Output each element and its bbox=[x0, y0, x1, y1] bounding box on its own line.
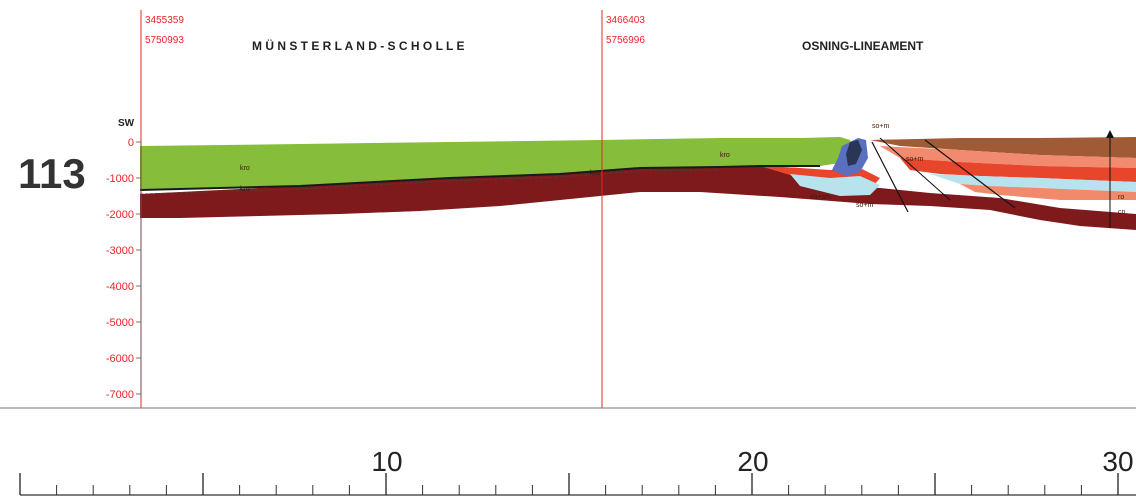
fault-line-1 bbox=[871, 141, 909, 213]
unit-label-kro-left: kro bbox=[240, 165, 250, 172]
distance-scale: 10 20 30 bbox=[19, 446, 1136, 496]
coord-left-northing: 5750993 bbox=[145, 35, 184, 46]
unit-label-ro: ro bbox=[1118, 194, 1124, 201]
scale-label-20: 20 bbox=[737, 446, 768, 477]
fault-line-3 bbox=[924, 139, 1016, 209]
brown-layer bbox=[870, 137, 1136, 158]
scale-label-30: 30 bbox=[1102, 446, 1133, 477]
depth-label-5000: -5000 bbox=[106, 317, 134, 329]
dashed-boundary bbox=[139, 169, 721, 195]
kru-boundary bbox=[139, 165, 820, 191]
triassic-red-layer bbox=[900, 158, 1136, 182]
unit-label-so-m-low: so+m bbox=[856, 202, 873, 209]
profile-number: 113 bbox=[18, 150, 86, 197]
fold-core-dark bbox=[846, 140, 862, 166]
triassic-salmon-layer bbox=[880, 146, 1136, 168]
depth-label-0: 0 bbox=[128, 137, 134, 149]
unit-label-kru-mid: kru bbox=[590, 170, 600, 177]
unit-label-kro-mid: kro bbox=[720, 152, 730, 159]
unit-label-kru-left: kru bbox=[240, 186, 250, 193]
coord-mid-northing: 5756996 bbox=[606, 35, 645, 46]
unit-label-su-sm: su+sm bbox=[810, 194, 831, 201]
depth-label-2000: -2000 bbox=[106, 209, 134, 221]
depth-label-4000: -4000 bbox=[106, 281, 134, 293]
lower-salmon-layer bbox=[960, 184, 1136, 200]
overturned-blue-layer bbox=[790, 174, 880, 196]
depth-label-3000: -3000 bbox=[106, 245, 134, 257]
vertical-arrow-head bbox=[1106, 130, 1114, 138]
depth-label-7000: -7000 bbox=[106, 389, 134, 401]
coord-mid-easting: 3466403 bbox=[606, 15, 645, 26]
scale-label-10: 10 bbox=[371, 446, 402, 477]
fault-line-2 bbox=[879, 137, 951, 201]
unit-label-so-m-mid: so+m bbox=[906, 156, 923, 163]
depth-axis: 0 -1000 -2000 -3000 -4000 -5000 -6000 -7… bbox=[106, 137, 142, 401]
coord-left-easting: 3455359 bbox=[145, 15, 184, 26]
scale-ticks bbox=[19, 473, 1119, 495]
depth-label-1000: -1000 bbox=[106, 173, 134, 185]
upper-cretaceous-layer bbox=[140, 137, 852, 190]
structure-title: OSNING-LINEAMENT bbox=[802, 39, 924, 53]
unit-label-cn: cn bbox=[1118, 209, 1126, 216]
region-title: M Ü N S T E R L A N D - S C H O L L E bbox=[252, 38, 464, 53]
depth-label-6000: -6000 bbox=[106, 353, 134, 365]
direction-label: SW bbox=[118, 118, 135, 129]
light-blue-layer bbox=[930, 174, 1136, 192]
unit-label-so-m-top: so+m bbox=[872, 123, 889, 130]
